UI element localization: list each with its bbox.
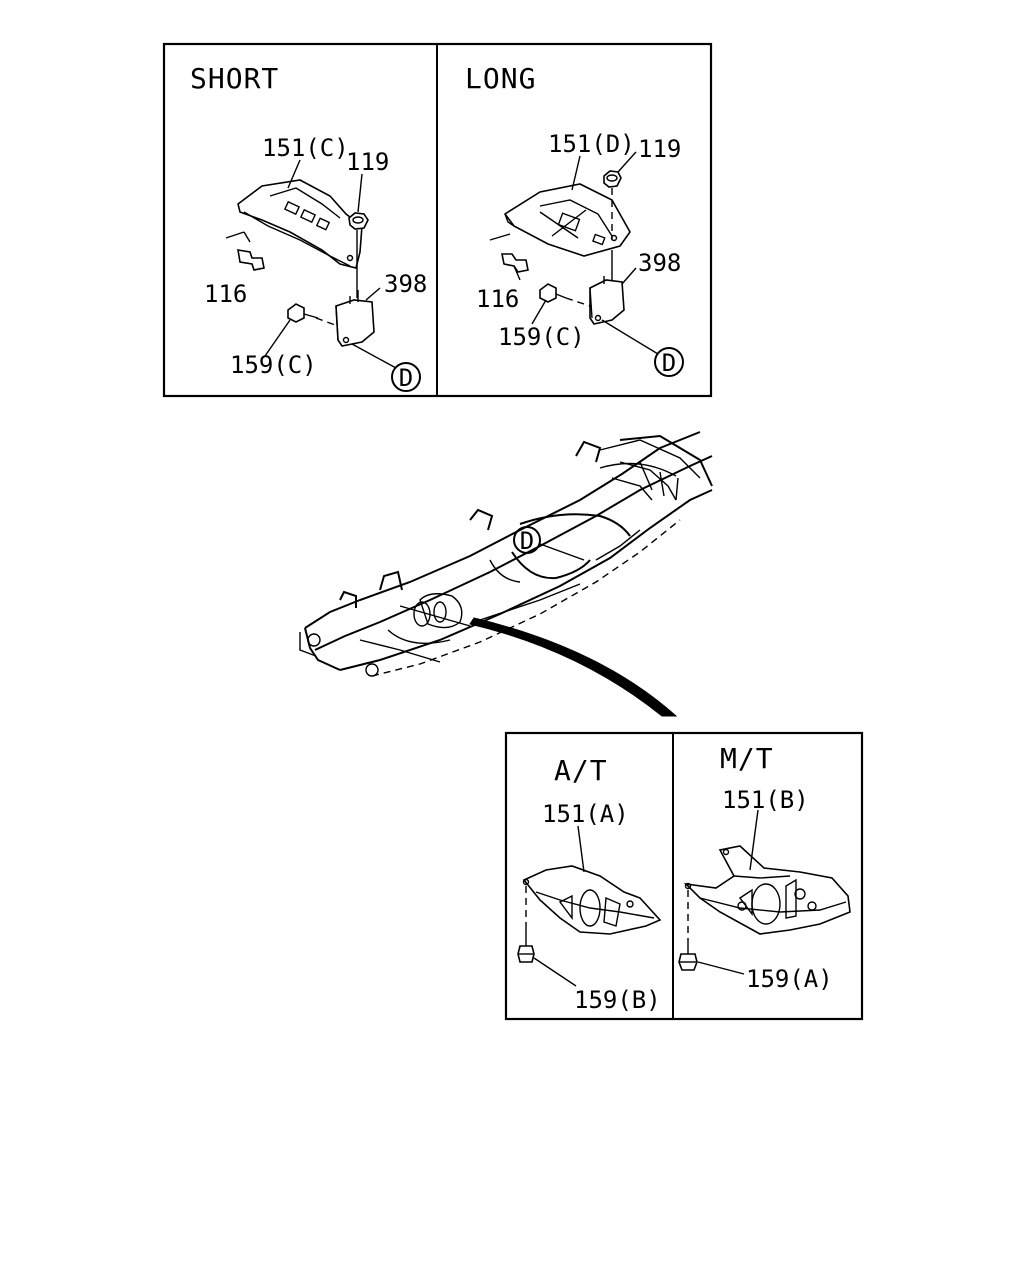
short-label-nut: 119 — [346, 148, 389, 176]
short-ref-circle — [391, 362, 421, 392]
pointer-arrow — [469, 617, 678, 717]
long-plate-151d — [503, 183, 631, 257]
at-leader-bolt — [533, 957, 577, 987]
at-plate-151a — [522, 865, 662, 935]
short-label-bolt: 116 — [204, 280, 247, 308]
at-leader-plate — [577, 825, 585, 873]
long-leader-ref — [601, 319, 659, 355]
long-leader-bolt2 — [531, 299, 547, 325]
short-leader-bolt2 — [264, 319, 291, 357]
short-title: SHORT — [190, 62, 279, 95]
chassis-ref-circle — [513, 526, 541, 554]
mt-title: M/T — [720, 742, 774, 775]
long-leader-mount — [621, 267, 637, 285]
mt-panel: M/T 151(B) 159(A) — [678, 742, 851, 993]
long-leader-plate — [571, 155, 581, 191]
at-bolt-159b — [517, 928, 535, 963]
mt-label-plate: 151(B) — [722, 786, 809, 814]
short-bolt2-dash — [315, 317, 339, 327]
at-label-bolt: 159(B) — [574, 986, 661, 1014]
mt-leader-bolt — [697, 961, 745, 975]
mt-label-bolt: 159(A) — [746, 965, 833, 993]
at-title: A/T — [554, 754, 608, 787]
mt-leader-plate — [749, 809, 759, 871]
short-bolt-leader — [243, 231, 251, 243]
long-label-bolt: 116 — [476, 285, 519, 313]
chassis-ref-label: D — [520, 527, 534, 555]
long-bolt-159c — [539, 283, 567, 303]
long-leader-nut — [617, 151, 637, 173]
long-nut-119 — [603, 170, 622, 188]
long-label-nut: 119 — [638, 135, 681, 163]
short-plate-151c — [237, 179, 363, 269]
long-ref-circle — [654, 347, 684, 377]
short-label-mount: 398 — [384, 270, 427, 298]
top-panel — [162, 42, 713, 398]
long-label-plate: 151(D) — [548, 130, 635, 158]
long-bolt2-dash — [565, 297, 591, 307]
short-label-bolt2: 159(C) — [230, 351, 317, 379]
long-ref-label: D — [662, 349, 676, 377]
long-label-mount: 398 — [638, 249, 681, 277]
long-mount-398 — [589, 276, 625, 325]
short-bolt-116 — [225, 231, 265, 271]
short-bolt-159c — [287, 303, 319, 323]
short-mount-398 — [335, 290, 375, 347]
long-bolt-116 — [489, 233, 529, 273]
long-title: LONG — [465, 62, 536, 95]
short-ref-label: D — [399, 364, 413, 392]
chassis-ref-leader — [539, 543, 585, 561]
chassis-ref: D — [513, 526, 585, 561]
chassis-frame — [299, 431, 713, 677]
short-label-plate: 151(C) — [262, 134, 349, 162]
mt-bolt-159a — [678, 940, 698, 971]
short-leader-plate — [287, 159, 301, 189]
mt-plate-151b — [683, 845, 851, 935]
at-label-plate: 151(A) — [542, 800, 629, 828]
short-leader-mount — [365, 287, 381, 301]
short-leader-ref — [351, 343, 397, 369]
long-label-bolt2: 159(C) — [498, 323, 585, 351]
long-panel: LONG — [465, 62, 684, 377]
short-nut-119 — [348, 212, 369, 230]
short-panel: SHORT — [190, 62, 427, 392]
at-panel: A/T 151(A) 159(B) — [517, 754, 662, 1014]
long-leader-bolt — [513, 265, 521, 281]
short-leader-nut — [357, 173, 363, 213]
